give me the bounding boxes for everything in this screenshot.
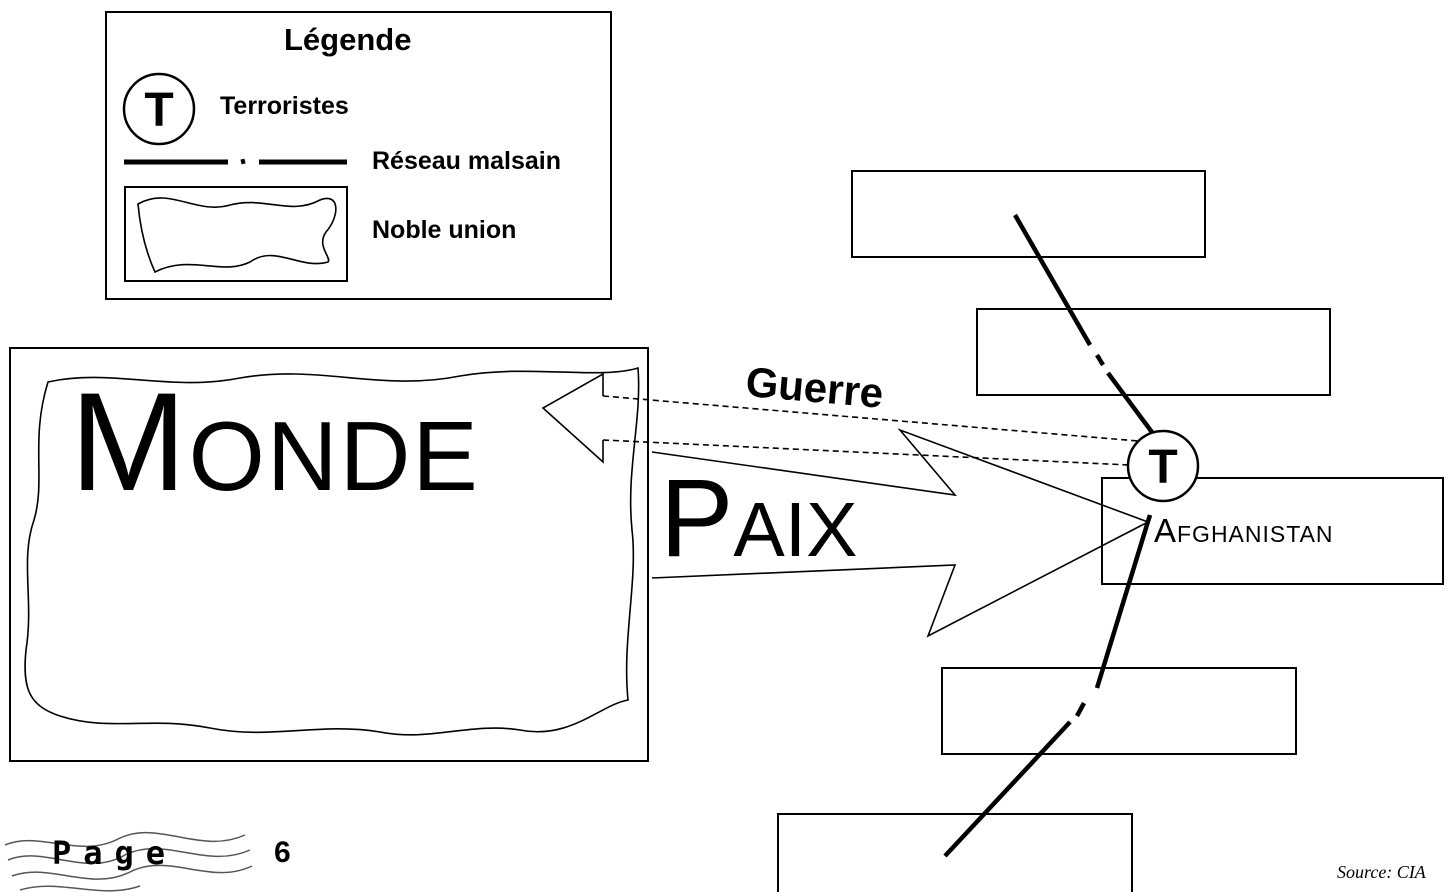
legend-union-label: Noble union [372, 216, 517, 244]
svg-text:T: T [144, 84, 173, 137]
terrorist-node-icon: T [1126, 429, 1200, 503]
legend-union-blob-icon [137, 197, 337, 274]
svg-text:T: T [1148, 441, 1177, 494]
world-union-blob [24, 366, 640, 736]
war-arrow [541, 372, 1151, 467]
network-box-2 [976, 308, 1331, 396]
peace-label: Paix [660, 457, 858, 580]
network-box-4 [777, 813, 1133, 892]
legend-union-frame [124, 186, 348, 282]
legend-terrorists-label: Terroristes [220, 92, 349, 120]
page-number: 6 [274, 836, 291, 869]
world-frame [9, 347, 649, 762]
network-lines [943, 213, 1162, 858]
legend-network-label: Réseau malsain [372, 147, 561, 175]
country-box [1101, 477, 1444, 585]
network-box-1 [851, 170, 1206, 258]
country-label: Afghanistan [1154, 512, 1334, 549]
legend-network-line [124, 158, 347, 165]
network-box-3 [941, 667, 1297, 755]
legend-frame [105, 11, 612, 300]
world-label: Monde [70, 363, 480, 520]
legend-title: Légende [284, 22, 412, 57]
page-swirl-decoration [4, 831, 253, 892]
page-label: Page [52, 834, 178, 872]
source-note: Source: CIA [1337, 862, 1426, 882]
legend-terrorist-icon: T [122, 72, 196, 146]
